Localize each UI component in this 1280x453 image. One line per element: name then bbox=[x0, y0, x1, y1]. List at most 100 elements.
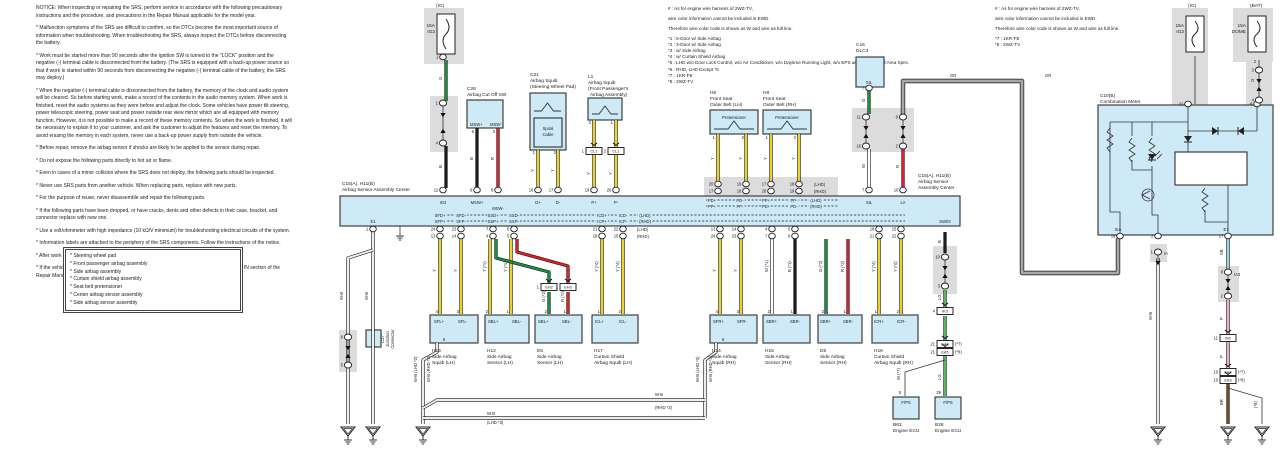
harness-connector bbox=[936, 307, 954, 315]
terminal bbox=[534, 186, 542, 194]
diagram-label: MSW- bbox=[492, 206, 504, 211]
ground-icon bbox=[1253, 426, 1271, 437]
diagram-label: Side Airbag bbox=[765, 354, 790, 360]
terminal-number: 18 bbox=[593, 234, 598, 239]
srs-warning-led-icon bbox=[1156, 153, 1163, 160]
harness-connector-number: 1 bbox=[537, 285, 540, 290]
diagram-label: 2 bbox=[589, 120, 592, 125]
terminal-number: 17 bbox=[709, 189, 714, 194]
connector-arrow-icon bbox=[1256, 86, 1262, 91]
diagram-label: E7 bbox=[1223, 227, 1229, 232]
side-airbag-sensor-lh-box bbox=[484, 314, 530, 344]
connector-arrow-icon bbox=[345, 346, 351, 351]
diagram-label: 2 bbox=[554, 150, 557, 155]
terminal-number: 23 bbox=[732, 234, 737, 239]
diagram-label: R (*2) bbox=[560, 290, 565, 302]
star-note-line: *6 : RHD, LHD Except *5 bbox=[668, 66, 719, 72]
diagram-label: SIL bbox=[866, 80, 873, 85]
terminal-number: 5 bbox=[507, 234, 510, 239]
harness-band bbox=[1218, 266, 1239, 302]
diagram-label: Engine ECU bbox=[935, 428, 962, 434]
terminal-number: 17 bbox=[549, 188, 554, 193]
diagram-label: ICL+ bbox=[595, 319, 605, 324]
diagram-label: 1 bbox=[598, 309, 601, 314]
diagram-label: R bbox=[490, 157, 495, 160]
diagram-label: SBL- bbox=[562, 319, 572, 324]
terminal bbox=[737, 225, 745, 233]
terminal-number: 14 bbox=[452, 234, 457, 239]
diagram-label: D- bbox=[556, 200, 561, 205]
side-airbag-squib-rh-box bbox=[709, 314, 758, 344]
label-backing bbox=[735, 204, 745, 210]
connector-arrow-icon bbox=[941, 335, 949, 340]
diagram-label: Sensor (RH) bbox=[765, 360, 792, 366]
terminal-number: 21 bbox=[593, 227, 598, 232]
diagram-label: 1 bbox=[791, 309, 794, 314]
terminal-number: 20 bbox=[607, 188, 612, 193]
diagram-label: R (*2) bbox=[840, 260, 845, 272]
terminal-number: 15 bbox=[614, 234, 619, 239]
terminal-number: 13 bbox=[431, 234, 436, 239]
harness-connector bbox=[1219, 368, 1237, 376]
label-backing bbox=[707, 198, 717, 204]
diagram-label: H15 bbox=[765, 348, 774, 354]
dlc3-box bbox=[855, 56, 885, 88]
terminal bbox=[768, 232, 776, 240]
diagram-label: F/PS bbox=[901, 400, 911, 405]
inline-connector bbox=[940, 253, 950, 261]
diagram-label: W-B bbox=[364, 292, 369, 300]
diagram-label: Y bbox=[763, 157, 768, 160]
diagram-label: IG2 bbox=[440, 200, 447, 205]
diagram-label: IA bbox=[1164, 251, 1168, 256]
srs-warning-led-icon bbox=[1148, 154, 1156, 160]
label-backing bbox=[808, 204, 824, 210]
diagram-label: Y (*4) bbox=[871, 261, 876, 272]
diagram-label: Side Airbag bbox=[537, 354, 562, 360]
wire-WB bbox=[422, 343, 438, 424]
terminal-number: 4 bbox=[486, 234, 489, 239]
diagram-label: Y bbox=[432, 269, 437, 272]
diagram-label: ICL- bbox=[619, 319, 628, 324]
connector-arrow-icon bbox=[345, 353, 351, 358]
curtain-squib-rh-box bbox=[871, 314, 919, 344]
diagram-label: P+ bbox=[591, 200, 597, 205]
terminal bbox=[510, 225, 518, 233]
terminal bbox=[436, 232, 444, 240]
terminal-number: 19 bbox=[790, 189, 795, 194]
connector-arrow-icon bbox=[942, 273, 948, 278]
diagram-label: GR bbox=[1045, 73, 1051, 78]
terminal-number: 20 bbox=[709, 182, 714, 187]
diagram-label: P bbox=[1219, 317, 1224, 320]
diagram-label: Y bbox=[712, 269, 717, 272]
diagram-label: Spiral bbox=[543, 126, 554, 131]
diagram-label: 2 bbox=[486, 309, 489, 314]
diagram-label: 2 bbox=[1254, 59, 1257, 64]
terminal bbox=[714, 180, 722, 188]
signal-line bbox=[1204, 210, 1228, 223]
hash-note-line: wire color information cannot be include… bbox=[995, 15, 1097, 21]
diagram-label: H6 bbox=[710, 90, 716, 96]
diagram-label: Squib (LH) bbox=[432, 360, 455, 366]
label-backing bbox=[487, 219, 499, 225]
label-backing bbox=[508, 219, 520, 225]
diagram-label: 1 bbox=[844, 309, 847, 314]
ground-icon bbox=[364, 426, 382, 437]
diagram-label: SBL+ bbox=[488, 319, 499, 324]
connector-arrow-icon bbox=[1224, 329, 1232, 334]
connector-arrow-icon bbox=[941, 302, 949, 307]
diagram-label: 1 bbox=[766, 135, 769, 140]
terminal bbox=[619, 232, 627, 240]
inline-connector bbox=[343, 361, 353, 369]
diagram-label: H14 bbox=[712, 348, 721, 354]
diagram-label: (IG) bbox=[1188, 3, 1197, 9]
terminal-number: 18 bbox=[790, 182, 795, 187]
diagram-label: Side Airbag bbox=[487, 354, 512, 360]
harness-connector-id: EA2 bbox=[1224, 370, 1231, 375]
terminal bbox=[598, 232, 606, 240]
diagram-label: Cable bbox=[543, 132, 555, 137]
inline-connector-number: 2 bbox=[1221, 294, 1224, 299]
diagram-label: E1 bbox=[370, 219, 376, 224]
diagram-label: PP+ bbox=[762, 198, 771, 203]
notice-paragraph: * Use a volt/ohmmeter with high impedanc… bbox=[36, 227, 291, 234]
